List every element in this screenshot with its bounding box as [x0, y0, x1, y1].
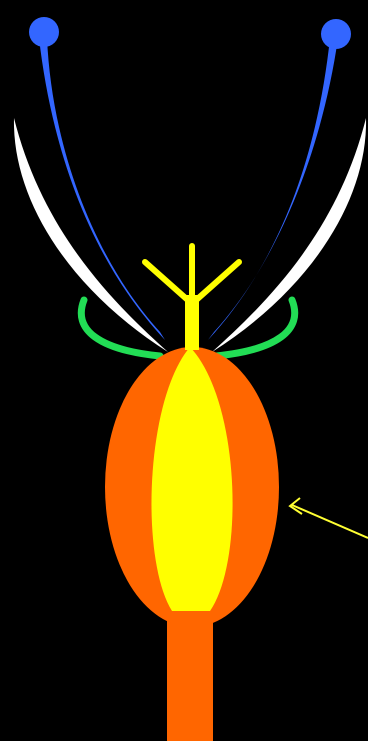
left-stigma-head	[29, 17, 59, 47]
right-stigma-head	[321, 19, 351, 49]
